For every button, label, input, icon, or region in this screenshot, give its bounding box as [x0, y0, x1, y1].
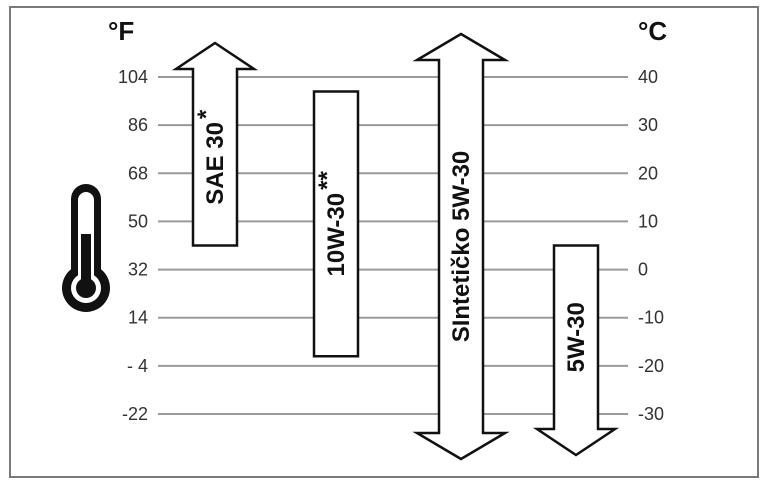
- oil-range-label: 5W-30: [563, 302, 590, 372]
- footnote-mark: **: [314, 171, 341, 190]
- celsius-tick-label: 40: [638, 67, 658, 87]
- fahrenheit-unit-label: °F: [108, 16, 134, 46]
- fahrenheit-axis: 104 86 68 50 32 14 - 4 -22: [118, 67, 148, 424]
- celsius-tick-label: 0: [638, 260, 648, 280]
- thermometer-icon: [62, 184, 110, 312]
- fahrenheit-tick-label: 68: [128, 163, 148, 183]
- celsius-tick-label: -20: [638, 356, 664, 376]
- oil-grade-name: SAE 30: [202, 122, 229, 205]
- bars: SAE 30 * 10W-30 ** SIntetičko 5W-30 5W-30: [171, 32, 620, 461]
- oil-range-bar: [412, 32, 510, 461]
- fahrenheit-tick-label: 50: [128, 211, 148, 231]
- fahrenheit-tick-label: -22: [122, 404, 148, 424]
- footnote-mark: *: [193, 109, 220, 119]
- celsius-tick-label: 30: [638, 115, 658, 135]
- oil-range-label: SAE 30 *: [193, 109, 229, 205]
- celsius-unit-label: °C: [638, 16, 667, 46]
- oil-grade-name: SIntetičko 5W-30: [448, 151, 475, 343]
- celsius-axis: 40 30 20 10 0 -10 -20 -30: [638, 67, 664, 424]
- fahrenheit-tick-label: 14: [128, 308, 148, 328]
- oil-range-bar: [171, 41, 259, 247]
- oil-range-label: 10W-30 **: [314, 171, 350, 277]
- chart-frame: [9, 6, 759, 478]
- oil-range-label: SIntetičko 5W-30: [448, 151, 475, 343]
- fahrenheit-tick-label: - 4: [127, 356, 148, 376]
- fahrenheit-tick-label: 32: [128, 260, 148, 280]
- oil-grade-name: 5W-30: [563, 302, 590, 372]
- celsius-tick-label: 20: [638, 163, 658, 183]
- oil-range-bar: [532, 244, 620, 457]
- fahrenheit-tick-label: 104: [118, 67, 148, 87]
- celsius-tick-label: -30: [638, 404, 664, 424]
- oil-range-bar: [312, 90, 360, 358]
- oil-grade-name: 10W-30: [323, 193, 350, 277]
- celsius-tick-label: 10: [638, 211, 658, 231]
- celsius-tick-label: -10: [638, 308, 664, 328]
- fahrenheit-tick-label: 86: [128, 115, 148, 135]
